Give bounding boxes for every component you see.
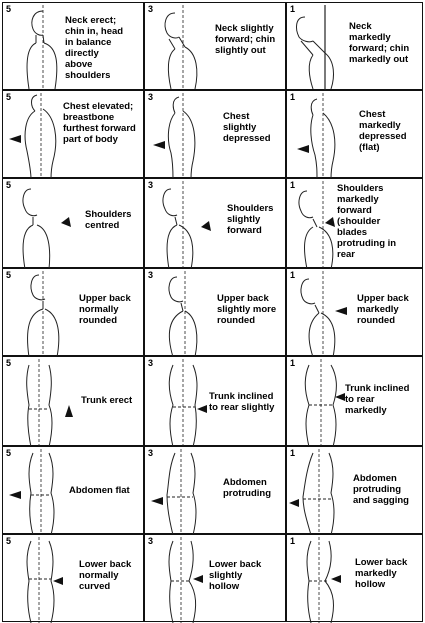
- rating-label: Shoulders slightly forward: [227, 203, 273, 236]
- rating-label: Chest slightly depressed: [223, 111, 271, 144]
- row-lower-back: 5 Lower back normally curved 3 Lower bac…: [0, 534, 425, 622]
- rating-label: Neck erect; chin in, head in balance dir…: [65, 15, 123, 81]
- rating-label: Chest elevated; breastbone furthest forw…: [63, 101, 136, 145]
- cell-lower-back-score-5: 5 Lower back normally curved: [2, 534, 144, 622]
- rating-label: Abdomen protruding and sagging: [353, 473, 409, 506]
- rating-label: Lower back slightly hollow: [209, 559, 261, 592]
- cell-shoulders-score-3: 3 Shoulders slightly forward: [144, 178, 286, 268]
- row-trunk: 5 Trunk erect 3 Trunk inclined to rear s…: [0, 356, 425, 446]
- rating-label: Chest markedly depressed (flat): [359, 109, 407, 153]
- rating-label: Upper back slightly more rounded: [217, 293, 276, 326]
- cell-trunk-score-1: 1 Trunk inclined to rear markedly: [286, 356, 423, 446]
- cell-neck-score-1: 1 Neck markedly forward; chin markedly o…: [286, 2, 423, 90]
- rating-label: Upper back normally rounded: [79, 293, 131, 326]
- cell-chest-score-5: 5 Chest elevated; breastbone furthest fo…: [2, 90, 144, 178]
- rating-label: Abdomen protruding: [223, 477, 271, 499]
- cell-lower-back-score-1: 1 Lower back markedly hollow: [286, 534, 423, 622]
- cell-trunk-score-5: 5 Trunk erect: [2, 356, 144, 446]
- cell-lower-back-score-3: 3 Lower back slightly hollow: [144, 534, 286, 622]
- rating-label: Upper back markedly rounded: [357, 293, 409, 326]
- cell-abdomen-score-1: 1 Abdomen protruding and sagging: [286, 446, 423, 534]
- rating-label: Shoulders markedly forward (shoulder bla…: [337, 183, 396, 260]
- cell-trunk-score-3: 3 Trunk inclined to rear slightly: [144, 356, 286, 446]
- row-shoulders: 5 Shoulders centred 3 Shoulders slightly…: [0, 178, 425, 268]
- cell-abdomen-score-3: 3 Abdomen protruding: [144, 446, 286, 534]
- cell-upper-back-score-1: 1 Upper back markedly rounded: [286, 268, 423, 356]
- rating-label: Trunk inclined to rear markedly: [345, 383, 409, 416]
- row-neck: 5 Neck erect; chin in, head in balance d…: [0, 2, 425, 90]
- cell-abdomen-score-5: 5 Abdomen flat: [2, 446, 144, 534]
- row-chest: 5 Chest elevated; breastbone furthest fo…: [0, 90, 425, 178]
- rating-label: Neck slightly forward; chin slightly out: [215, 23, 275, 56]
- row-abdomen: 5 Abdomen flat 3 Abdomen protruding 1: [0, 446, 425, 534]
- cell-upper-back-score-5: 5 Upper back normally rounded: [2, 268, 144, 356]
- cell-neck-score-3: 3 Neck slightly forward; chin slightly o…: [144, 2, 286, 90]
- cell-shoulders-score-5: 5 Shoulders centred: [2, 178, 144, 268]
- rating-label: Abdomen flat: [69, 485, 130, 496]
- cell-chest-score-3: 3 Chest slightly depressed: [144, 90, 286, 178]
- row-upper-back: 5 Upper back normally rounded 3 Upper ba…: [0, 268, 425, 356]
- rating-label: Neck markedly forward; chin markedly out: [349, 21, 409, 65]
- cell-shoulders-score-1: 1 Shoulders markedly forward (shoulder b…: [286, 178, 423, 268]
- rating-label: Trunk erect: [81, 395, 132, 406]
- cell-upper-back-score-3: 3 Upper back slightly more rounded: [144, 268, 286, 356]
- rating-label: Trunk inclined to rear slightly: [209, 391, 274, 413]
- rating-label: Lower back markedly hollow: [355, 557, 407, 590]
- cell-neck-score-5: 5 Neck erect; chin in, head in balance d…: [2, 2, 144, 90]
- rating-label: Lower back normally curved: [79, 559, 131, 592]
- cell-chest-score-1: 1 Chest markedly depressed (flat): [286, 90, 423, 178]
- rating-label: Shoulders centred: [85, 209, 131, 231]
